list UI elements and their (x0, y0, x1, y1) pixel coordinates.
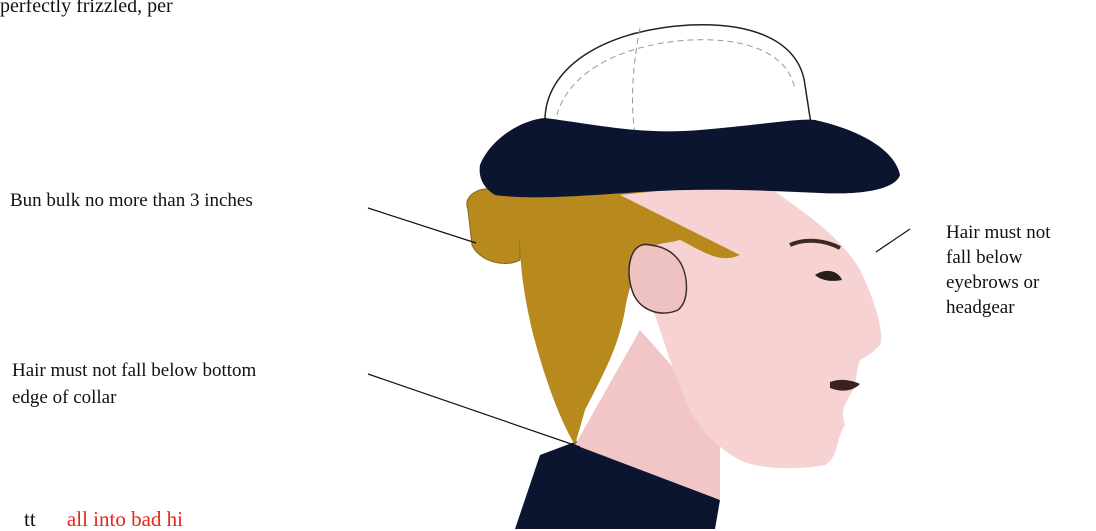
eyebrows-label-line: fall below (946, 245, 1051, 270)
collar-label-line: edge of collar (12, 384, 256, 411)
footer-text-fragment: tt all into bad hi (24, 507, 183, 531)
collar-label: Hair must not fall below bottom edge of … (12, 357, 256, 411)
collar-pointer-line (368, 374, 580, 447)
bun-pointer-line (368, 208, 476, 243)
eyebrows-label-line: Hair must not (946, 220, 1051, 245)
eyebrows-label: Hair must not fall below eyebrows or hea… (946, 220, 1051, 320)
eyebrows-pointer-line (876, 229, 910, 252)
footer-red-fragment: all into bad hi (67, 507, 183, 531)
eyebrows-label-line: headgear (946, 295, 1051, 320)
footer-dark-fragment: tt (24, 507, 36, 531)
collar-label-line: Hair must not fall below bottom (12, 357, 256, 384)
eyebrows-label-line: eyebrows or (946, 270, 1051, 295)
bun-bulk-label: Bun bulk no more than 3 inches (10, 189, 253, 213)
